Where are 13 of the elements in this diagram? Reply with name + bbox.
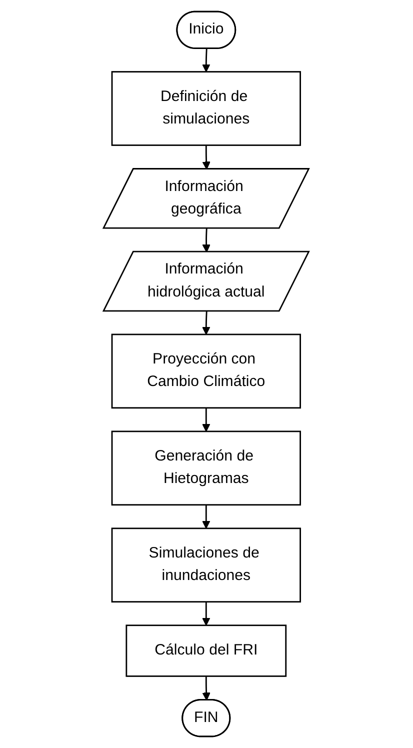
node-box: Cálculo del FRI — [126, 624, 287, 677]
arrow — [202, 228, 211, 252]
arrow — [202, 48, 211, 72]
arrow — [202, 408, 211, 432]
node-box: Proyección con Cambio Climático — [112, 334, 302, 409]
node-box: Simulaciones de inundaciones — [112, 528, 302, 603]
arrow — [202, 676, 211, 701]
arrow — [202, 145, 211, 170]
arrow — [202, 504, 211, 529]
arrow — [202, 602, 211, 626]
node-box: Generación de Hietogramas — [112, 430, 302, 506]
node-box: Definición de simulaciones — [112, 71, 302, 146]
arrow — [202, 311, 211, 335]
